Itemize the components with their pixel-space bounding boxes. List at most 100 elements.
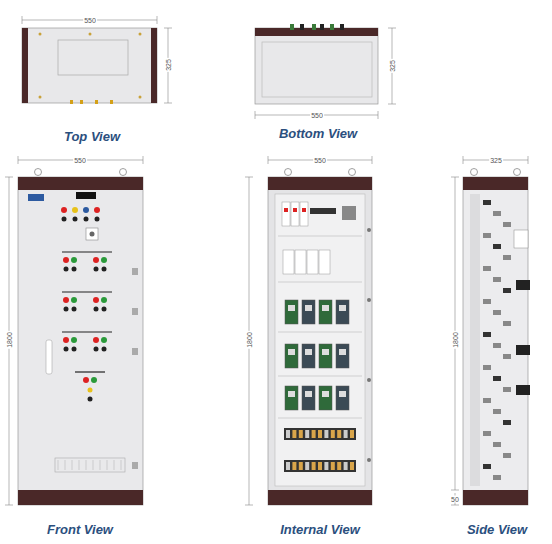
view-caption: Side View — [467, 523, 527, 536]
breaker-toggle — [293, 208, 297, 212]
contactor — [285, 300, 298, 324]
push-button — [64, 307, 69, 312]
terminal — [344, 462, 348, 470]
vent-slot — [114, 460, 115, 470]
mounted-device — [493, 409, 501, 414]
pilot-lamp — [61, 207, 67, 213]
label-strip — [62, 291, 112, 292]
pilot-lamp — [63, 257, 69, 263]
terminal — [331, 430, 335, 438]
terminal-block — [342, 206, 356, 220]
contactor — [285, 386, 298, 410]
terminal — [324, 430, 328, 438]
pilot-lamp — [72, 207, 78, 213]
mounted-device — [493, 277, 501, 282]
label-strip — [62, 251, 112, 252]
contactor-face — [305, 391, 312, 397]
terminal — [318, 430, 322, 438]
mounted-device — [503, 321, 511, 326]
pilot-lamp — [101, 257, 107, 263]
push-button — [64, 347, 69, 352]
terminal — [337, 462, 341, 470]
push-button — [84, 217, 89, 222]
mounted-device — [493, 244, 501, 249]
contactor — [285, 344, 298, 368]
breaker-side — [514, 230, 528, 248]
breaker — [295, 250, 306, 274]
vent-slot — [86, 460, 87, 470]
vent-slot — [107, 460, 108, 470]
terminal — [350, 462, 354, 470]
push-button — [72, 347, 77, 352]
dimension-label: 325 — [489, 157, 503, 164]
push-button — [94, 347, 99, 352]
mounted-device — [493, 211, 501, 216]
push-button — [94, 307, 99, 312]
mounted-device — [503, 288, 511, 293]
push-button-side — [516, 385, 530, 395]
contactor-face — [305, 305, 312, 311]
hinge — [367, 458, 371, 462]
din-rail — [278, 332, 362, 333]
contactor-face — [322, 349, 329, 355]
contactor — [319, 344, 332, 368]
mounted-device — [483, 233, 491, 238]
pilot-lamp — [71, 257, 77, 263]
terminal — [331, 462, 335, 470]
terminal — [305, 430, 309, 438]
mounted-device — [483, 365, 491, 370]
pilot-lamp — [93, 257, 99, 263]
breaker — [307, 250, 318, 274]
contactor-face — [339, 391, 346, 397]
push-button — [64, 267, 69, 272]
breaker-toggle — [284, 208, 288, 212]
mounted-device — [483, 200, 491, 205]
mounted-device — [493, 343, 501, 348]
breaker — [300, 202, 308, 226]
mounted-device — [503, 420, 511, 425]
dimension-label: 550 — [313, 157, 327, 164]
contactor — [319, 386, 332, 410]
mounted-device — [483, 398, 491, 403]
mounted-device — [493, 442, 501, 447]
pilot-lamp — [101, 297, 107, 303]
push-button — [73, 217, 78, 222]
hinge — [367, 378, 371, 382]
terminal — [299, 462, 303, 470]
mounted-device — [493, 376, 501, 381]
vent-slot — [65, 460, 66, 470]
push-button-side — [516, 280, 530, 290]
breaker — [291, 202, 299, 226]
push-button — [62, 217, 67, 222]
push-button — [102, 267, 107, 272]
vent-slot — [100, 460, 101, 470]
terminal — [292, 430, 296, 438]
pilot-lamp — [101, 337, 107, 343]
pilot-lamp — [71, 337, 77, 343]
terminal — [337, 430, 341, 438]
mounted-device — [483, 464, 491, 469]
dimension-label: 1800 — [246, 331, 253, 349]
mounted-device — [483, 332, 491, 337]
contactor-face — [322, 305, 329, 311]
din-rail — [278, 282, 362, 283]
din-rail — [278, 236, 362, 237]
dimension-label: 50 — [450, 496, 460, 503]
dimension-label: 325 — [389, 59, 396, 73]
pilot-lamp — [88, 388, 93, 393]
terminal — [305, 462, 309, 470]
din-rail — [278, 418, 362, 419]
terminal — [292, 462, 296, 470]
breaker — [283, 250, 294, 274]
terminal — [344, 430, 348, 438]
contactor-face — [339, 305, 346, 311]
label-strip — [75, 371, 105, 372]
pilot-lamp — [91, 377, 97, 383]
vent-slot — [72, 460, 73, 470]
mounted-device — [503, 453, 511, 458]
push-button — [102, 347, 107, 352]
terminal — [318, 462, 322, 470]
mounted-device — [503, 222, 511, 227]
